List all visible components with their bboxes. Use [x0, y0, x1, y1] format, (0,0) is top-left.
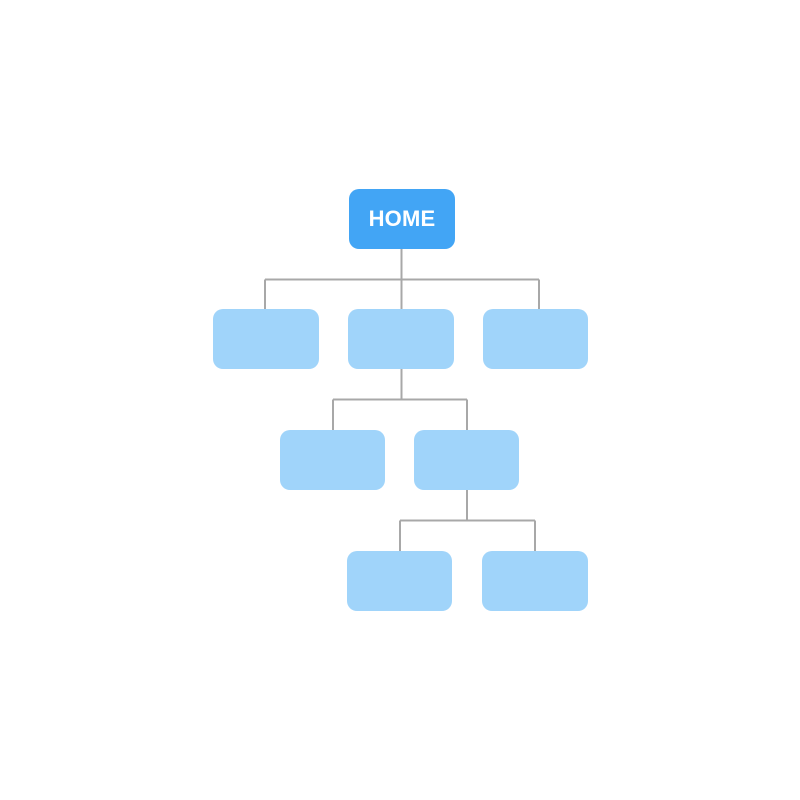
- level2-node-left[interactable]: [280, 430, 385, 490]
- level1-node-left[interactable]: [213, 309, 319, 369]
- level1-node-middle[interactable]: [348, 309, 454, 369]
- home-node-label: HOME: [368, 206, 436, 231]
- home-node[interactable]: HOME: [349, 189, 455, 249]
- level3-node-right[interactable]: [482, 551, 588, 611]
- level3-node-left[interactable]: [347, 551, 452, 611]
- level1-node-right[interactable]: [483, 309, 588, 369]
- level2-node-right[interactable]: [414, 430, 519, 490]
- connector-home-to-level1: [264, 249, 540, 309]
- connector-level1-to-level2: [332, 369, 468, 430]
- connector-level2-to-level3: [399, 490, 536, 551]
